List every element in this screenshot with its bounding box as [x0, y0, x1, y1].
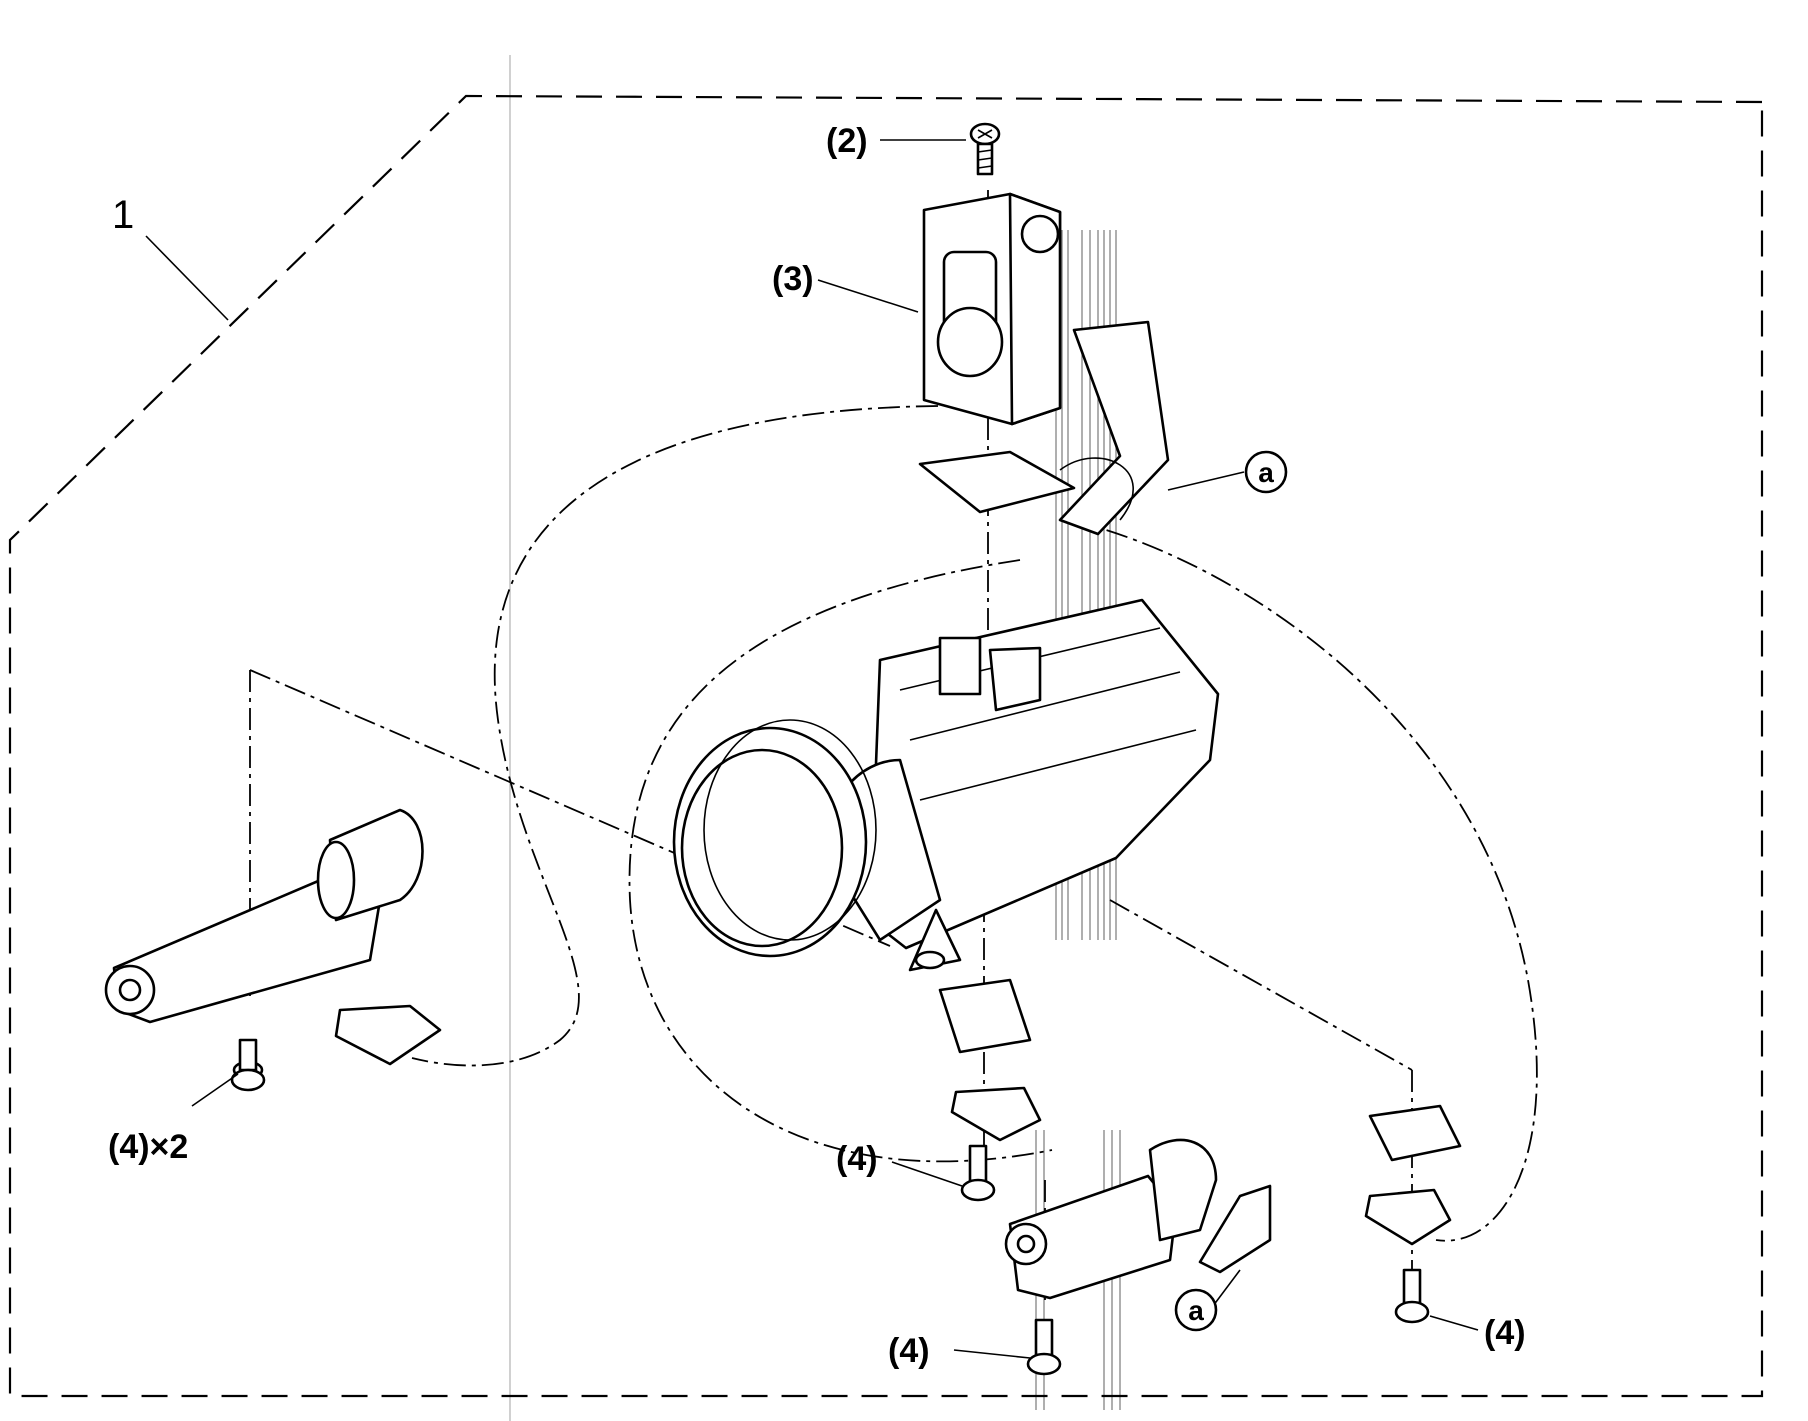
lens-barrel-assembly: [672, 598, 1220, 972]
connector-ref-bottom-circle: [1174, 1288, 1218, 1332]
center-bracket: [891, 978, 1042, 1202]
callouts: 1 (2) (3) a a (4)×2 (4) (4) (4): [108, 122, 1526, 1370]
bottom-motor-unit: [953, 1138, 1272, 1376]
assembly-leader: [145, 235, 229, 321]
shutter-housing: [817, 192, 1245, 536]
bottom-screw-label: (4): [888, 1332, 930, 1370]
left-screw-label: (4)×2: [108, 1128, 188, 1166]
left-motor-bracket: [104, 808, 442, 1107]
housing-label: (3): [772, 260, 814, 298]
right-bracket: [1364, 1104, 1479, 1331]
assembly-ref-label: 1: [112, 193, 134, 237]
assembly-boundary: [8, 94, 1764, 1398]
top-screw-label: (2): [826, 122, 868, 160]
center-screw-label: (4): [836, 1140, 878, 1178]
connector-ref-top-circle: [1244, 450, 1288, 494]
top-screw: [880, 122, 1001, 176]
right-screw-label: (4): [1484, 1314, 1526, 1352]
connector-ref-bottom-label: a: [1188, 1295, 1204, 1326]
connector-ref-top-label: a: [1258, 457, 1274, 488]
